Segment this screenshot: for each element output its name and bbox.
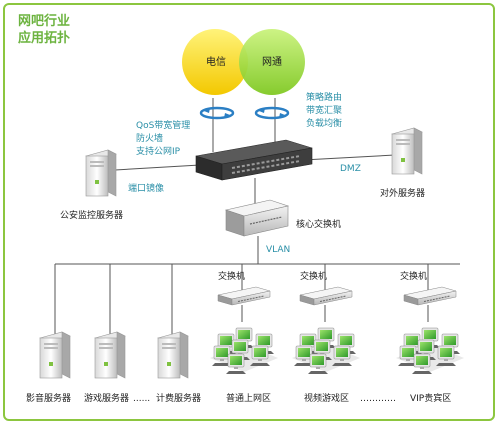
title-line-1: 网吧行业 xyxy=(18,14,71,29)
connection-lines xyxy=(54,98,460,335)
external-server-label: 对外服务器 xyxy=(380,189,426,199)
feature-firewall: 防火墙 xyxy=(136,134,164,144)
core-switch-icon xyxy=(224,199,290,237)
netcom-label: 网通 xyxy=(262,57,282,68)
access-switch-icon-3 xyxy=(403,286,457,306)
telecom-isp-icon xyxy=(182,29,248,95)
game-server-label: 游戏服务器 xyxy=(84,394,130,404)
link-ring-icons xyxy=(199,106,290,120)
access-switch-label-3: 交换机 xyxy=(400,272,428,282)
billing-server-label: 计费服务器 xyxy=(156,394,202,404)
police-server-icon xyxy=(85,149,117,197)
zone-label-vip: VIP贵宾区 xyxy=(410,394,452,404)
access-switch-icon-2 xyxy=(299,286,353,306)
billing-server-icon xyxy=(157,331,189,379)
core-switch-label: 核心交换机 xyxy=(296,220,342,230)
media-server-icon xyxy=(39,331,71,379)
netcom-isp-icon xyxy=(239,29,305,95)
feature-qos: QoS带宽管理 xyxy=(136,121,191,131)
servers-ellipsis: ...... xyxy=(133,394,151,404)
vlan-label: VLAN xyxy=(266,245,291,255)
telecom-label: 电信 xyxy=(206,57,226,68)
feature-policy-routing: 策略路由 xyxy=(306,93,343,103)
access-switch-icon-1 xyxy=(217,286,271,306)
zone-label-video-game: 视频游戏区 xyxy=(304,394,350,404)
pc-group-icon-1 xyxy=(210,328,278,374)
pc-group-icon-3 xyxy=(396,328,464,374)
feature-load-balancing: 负载均衡 xyxy=(306,119,343,129)
port-mirror-label: 端口镜像 xyxy=(128,184,165,194)
access-switch-label-1: 交换机 xyxy=(218,272,246,282)
media-server-label: 影音服务器 xyxy=(26,394,72,404)
router-icon xyxy=(195,139,313,181)
pc-group-icon-2 xyxy=(292,328,360,374)
zone-label-normal: 普通上网区 xyxy=(226,394,272,404)
police-server-label: 公安监控服务器 xyxy=(60,211,124,221)
game-server-icon xyxy=(94,331,126,379)
zones-ellipsis: ………… xyxy=(360,394,396,404)
dmz-label: DMZ xyxy=(340,164,361,174)
diagram-frame xyxy=(3,3,495,421)
feature-public-ip: 支持公网IP xyxy=(136,147,181,157)
external-server-icon xyxy=(391,127,423,175)
feature-bandwidth-aggregation: 带宽汇聚 xyxy=(306,106,343,116)
access-switch-label-2: 交换机 xyxy=(300,272,328,282)
title-line-2: 应用拓扑 xyxy=(18,31,71,46)
